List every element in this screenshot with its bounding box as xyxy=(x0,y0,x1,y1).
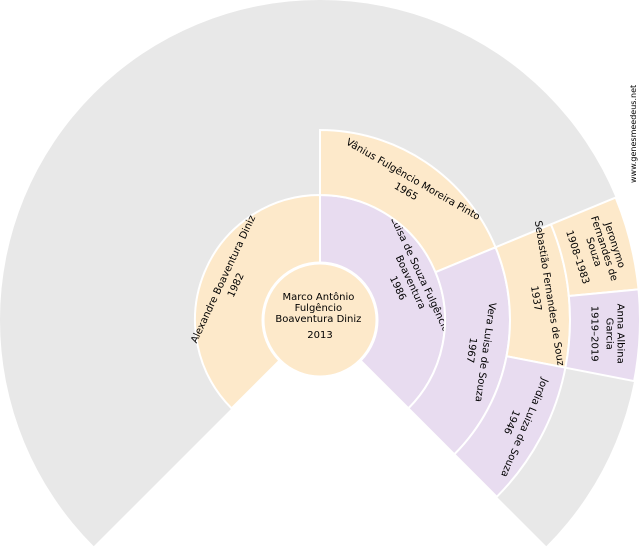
root-name-line-1: Marco Antônio xyxy=(282,291,354,303)
site-watermark: www.genesmeedeus.net xyxy=(629,85,638,183)
ancestor-year: 1967 xyxy=(464,337,478,364)
root-birth-year: 2013 xyxy=(307,330,332,341)
ancestor-label: Anna AlbinaGarcia 1919–2019 xyxy=(589,304,626,364)
ancestor-year: 1937 xyxy=(528,285,543,312)
root-name-line-2: Fulgêncio xyxy=(295,302,343,314)
root-circle xyxy=(261,261,379,379)
ancestor-segment xyxy=(564,288,640,383)
ancestor-name-line: Anna Albina xyxy=(615,304,626,364)
ancestor-segment xyxy=(452,355,567,499)
ancestor-mm-mother[interactable]: Vera Luisa de Souza1967 xyxy=(406,245,511,456)
ancestor-seb-father[interactable]: JeronymoFernandes deSouza1908–1983 xyxy=(549,196,640,298)
ancestor-year: 1919–2019 xyxy=(589,306,600,362)
root-name-line-3: Boaventura Diniz xyxy=(275,314,361,325)
root-person[interactable]: Marco Antônio Fulgêncio Boaventura Diniz… xyxy=(261,261,379,379)
ancestor-seb-mother[interactable]: Anna AlbinaGarcia 1919–2019 xyxy=(564,288,640,383)
root-person-label: Marco Antônio Fulgêncio Boaventura Diniz… xyxy=(275,291,364,341)
ancestor-name-line: Garcia xyxy=(604,318,615,350)
